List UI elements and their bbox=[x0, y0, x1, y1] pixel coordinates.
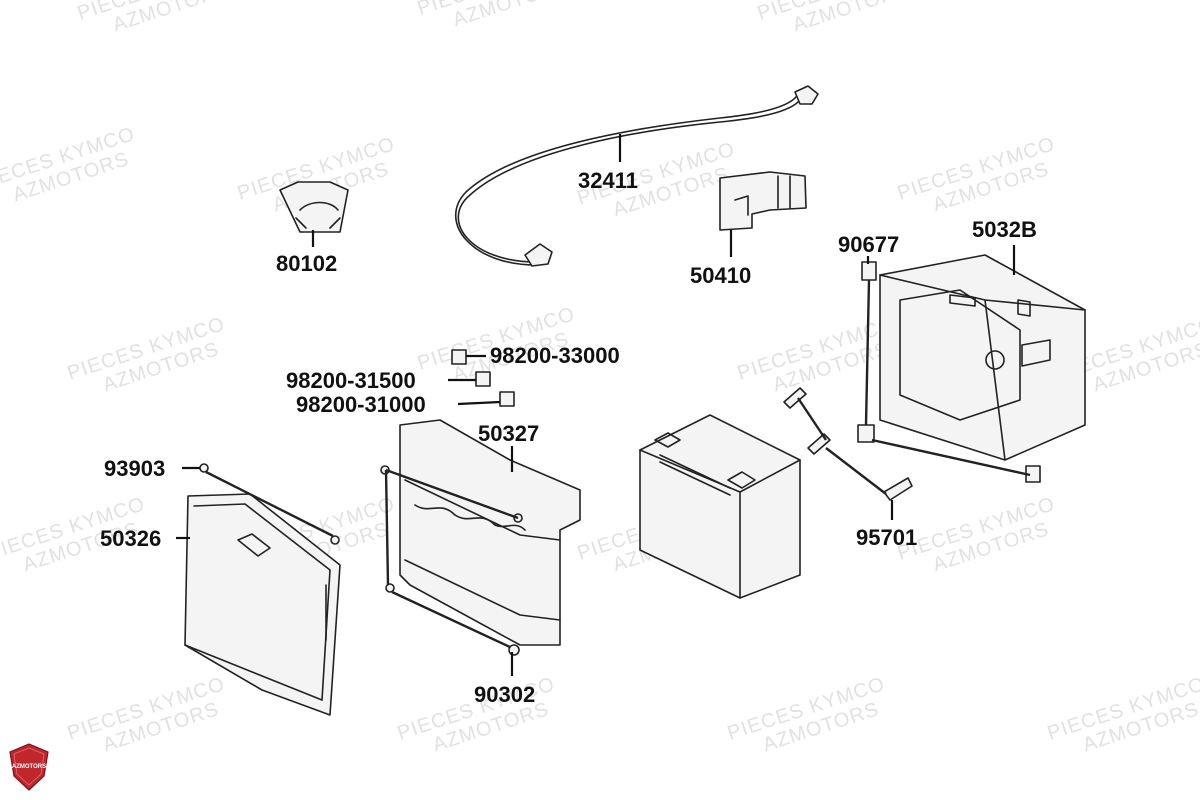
label-5032B: 5032B bbox=[972, 217, 1037, 242]
leader-95701-a bbox=[797, 397, 827, 441]
label-95701: 95701 bbox=[856, 525, 917, 550]
cover-panel-50326[interactable] bbox=[184, 493, 341, 716]
cable-32411[interactable] bbox=[454, 85, 819, 267]
label-90677: 90677 bbox=[838, 232, 899, 257]
label-98200-31500: 98200-31500 bbox=[286, 368, 416, 393]
fuse-98200-31500[interactable] bbox=[475, 371, 491, 387]
label-50410: 50410 bbox=[690, 263, 751, 288]
label-80102: 80102 bbox=[276, 251, 337, 276]
azmotors-logo: AZMOTORS bbox=[9, 743, 49, 791]
shield-highlight bbox=[13, 747, 45, 786]
leader-95701-b bbox=[825, 447, 887, 495]
leader-90677-a bbox=[864, 279, 871, 426]
leader-90302-b bbox=[385, 468, 519, 520]
label-90302: 90302 bbox=[474, 682, 535, 707]
label-50327: 50327 bbox=[478, 421, 539, 446]
fuse-98200-33000[interactable] bbox=[451, 349, 467, 365]
leader-90302-a bbox=[384, 469, 390, 586]
leader-90677-b bbox=[871, 438, 1031, 477]
label-98200-33000: 98200-33000 bbox=[490, 343, 620, 368]
shield-icon bbox=[9, 743, 49, 791]
logo-text: AZMOTORS bbox=[12, 764, 46, 770]
leader-98200-31000 bbox=[457, 400, 501, 406]
battery[interactable] bbox=[639, 414, 801, 599]
bolt-90302[interactable] bbox=[508, 644, 520, 656]
bracket-plate-50327[interactable] bbox=[380, 419, 581, 646]
bracket-50410[interactable] bbox=[719, 171, 807, 231]
watermark-line2: AZMOTORS bbox=[450, 0, 572, 31]
leader-90302-c bbox=[391, 590, 513, 650]
label-93903: 93903 bbox=[104, 456, 165, 481]
label-32411: 32411 bbox=[578, 168, 638, 193]
fuse-98200-31000[interactable] bbox=[499, 391, 515, 407]
label-98200-31000: 98200-31000 bbox=[296, 392, 426, 417]
clip-nut-90677[interactable] bbox=[857, 261, 1041, 483]
cap-80102[interactable] bbox=[279, 181, 349, 233]
label-50326: 50326 bbox=[100, 526, 161, 551]
leader-93903-line bbox=[205, 470, 334, 538]
battery-box-5032B[interactable] bbox=[879, 254, 1086, 461]
